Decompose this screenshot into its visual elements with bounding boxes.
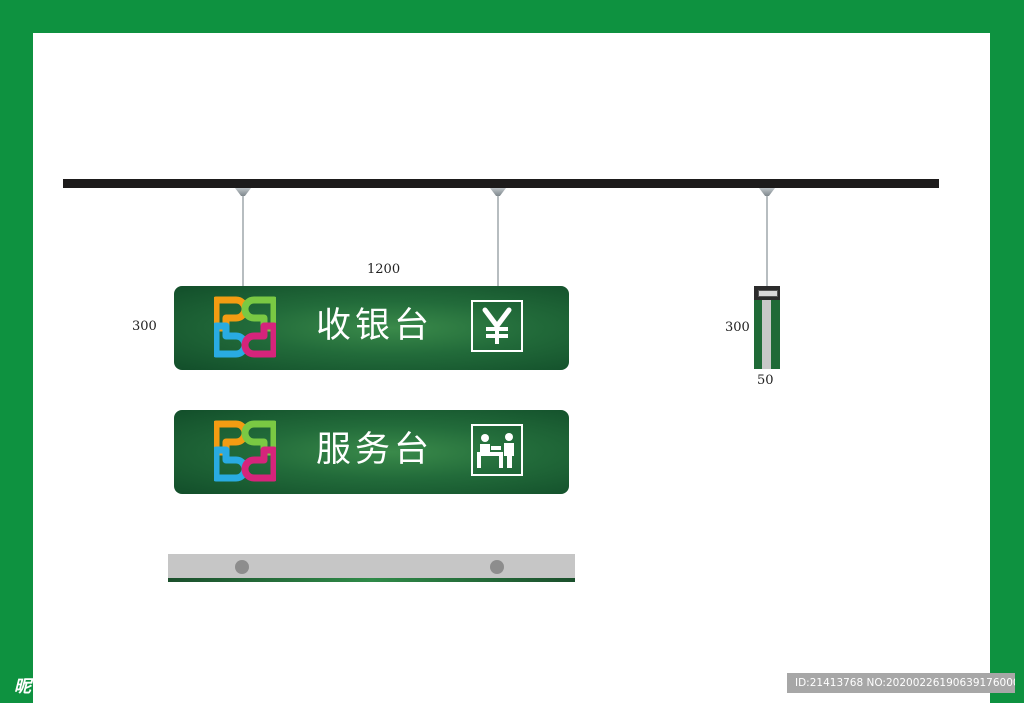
yen-icon [471, 300, 523, 352]
image-id-bar: ID:21413768 NO:20200226190639176000 [787, 673, 1015, 693]
brand-logo-icon [214, 420, 276, 482]
side-view-bracket [754, 286, 780, 300]
bottom-plate [168, 554, 575, 578]
watermark-brand-text: 昵享网 [14, 677, 68, 697]
sign-bottom-view [168, 554, 575, 582]
dimension-side-thickness: 50 [757, 373, 774, 388]
sign-side-view [754, 286, 780, 369]
hanger-rod [497, 196, 499, 293]
hanger-rod [242, 196, 244, 293]
watermark-brand: 昵享网 www.nipic.cn [14, 672, 170, 697]
hanger-cap [235, 188, 251, 196]
service-desk-label: 服务台 [316, 430, 434, 470]
watermark-url: www.nipic.cn [72, 681, 170, 696]
cashier-label: 收银台 [316, 306, 434, 346]
brand-logo-icon [214, 296, 276, 358]
cashier-sign: 收银台 [174, 286, 569, 370]
ceiling-rail [63, 179, 939, 188]
dimension-height: 300 [132, 319, 157, 334]
dimension-side-height: 300 [725, 320, 750, 335]
dimension-width: 1200 [367, 262, 401, 277]
hanger-cap [490, 188, 506, 196]
hanger-rod [766, 196, 768, 286]
screw-icon [490, 560, 504, 574]
service-desk-icon [471, 424, 523, 476]
service-desk-sign: 服务台 [174, 410, 569, 494]
hanger-cap [759, 188, 775, 196]
screw-icon [235, 560, 249, 574]
bottom-green-strip [168, 578, 575, 582]
